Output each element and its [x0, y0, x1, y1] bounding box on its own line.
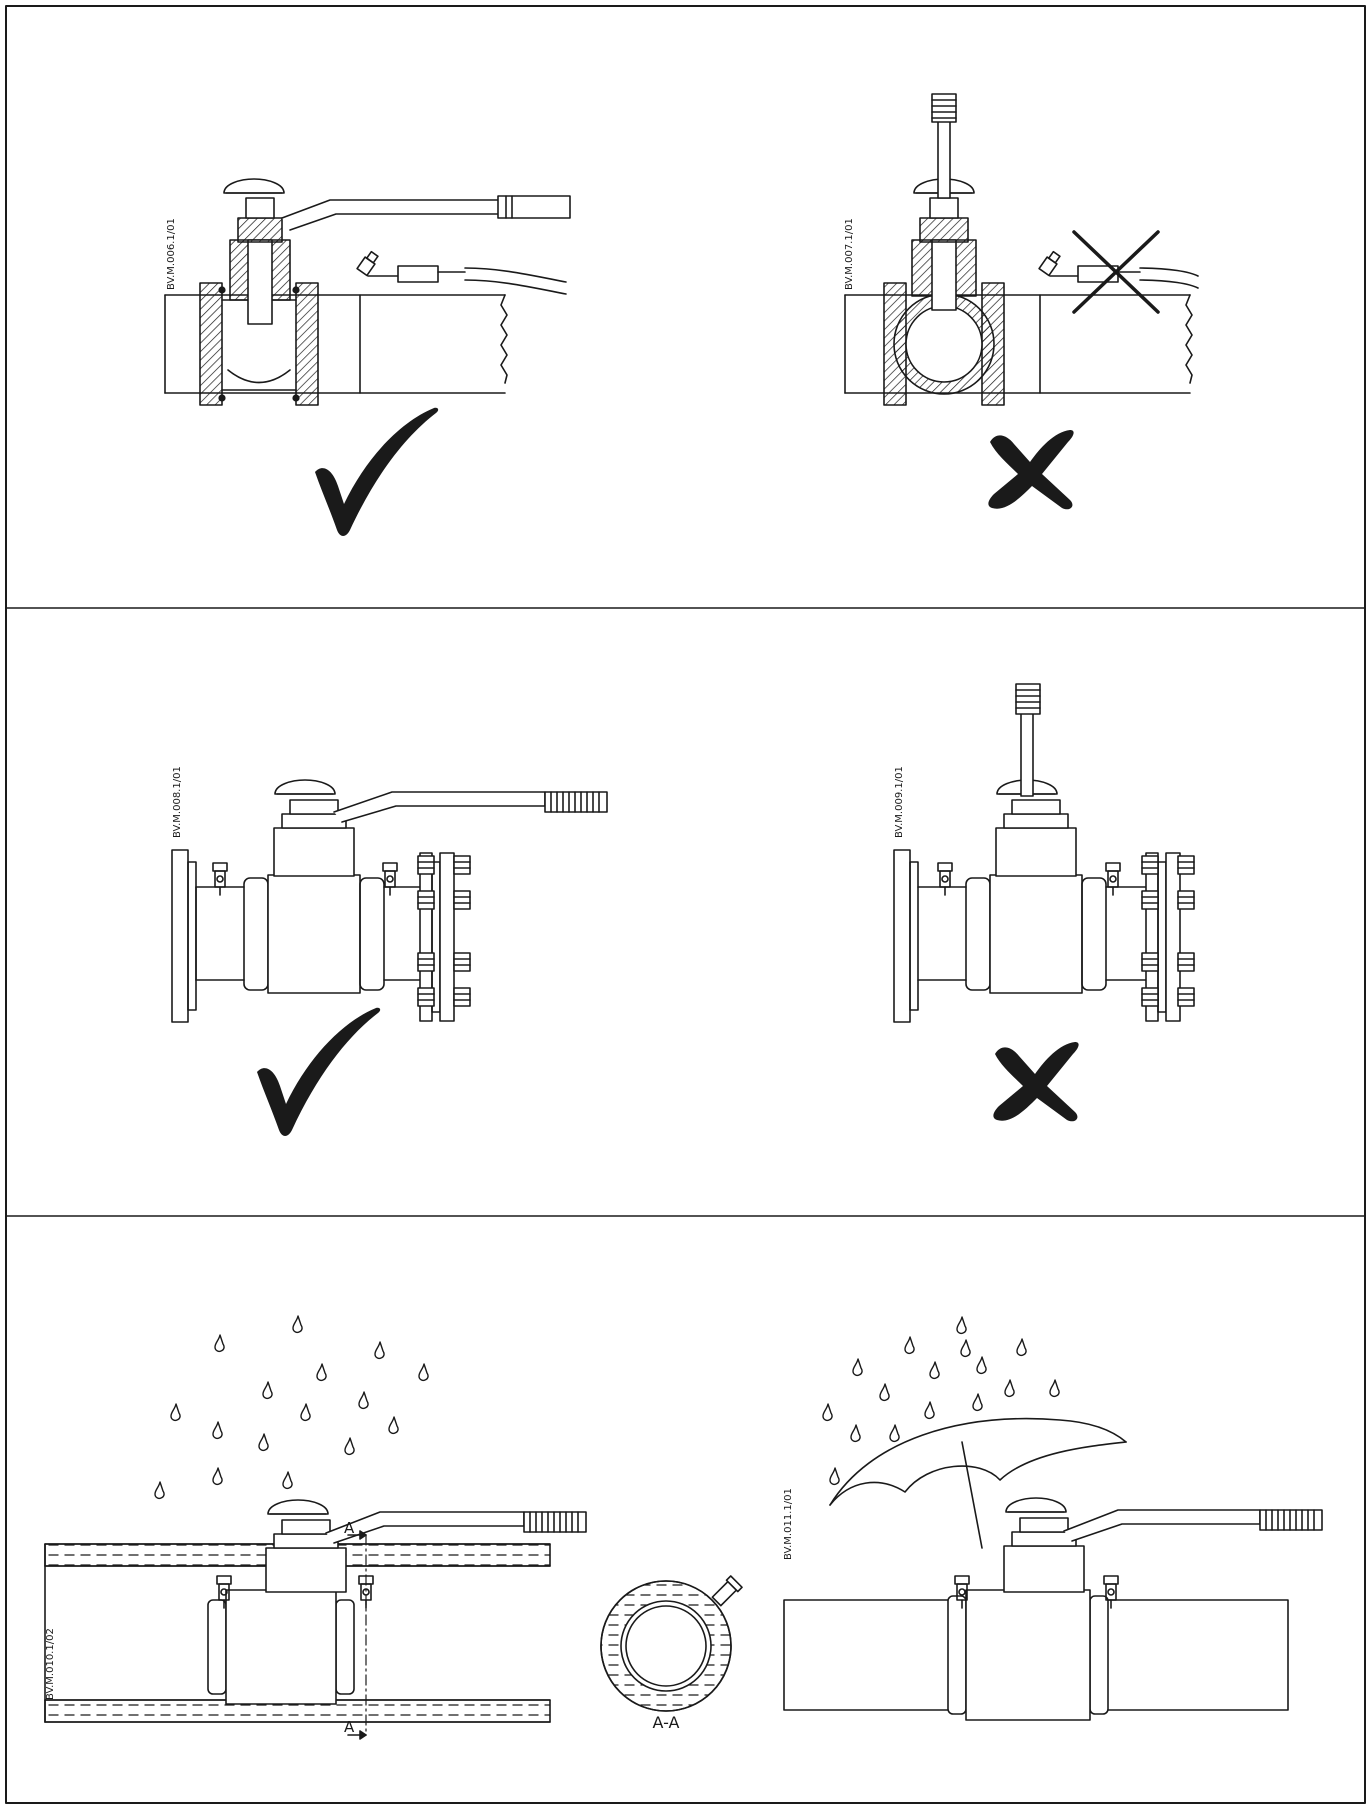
drawing-code: BV.M.007.1/01: [844, 218, 855, 290]
rain-drops: [154, 1315, 429, 1500]
check-mark-icon: [256, 1007, 381, 1137]
drawing-code: BV.M.011.1/01: [783, 1488, 794, 1560]
panel-1-left-welded-valve-horizontal-handle: [164, 178, 571, 406]
drawing-code: BV.M.010.1/02: [45, 1628, 56, 1700]
panel-1-right-welded-valve-vertical-handle: [844, 93, 1199, 406]
panel-2-right-flanged-valve-vertical-handle: [893, 683, 1195, 1023]
section-label: A-A: [653, 1713, 680, 1732]
panel-2-left-flanged-valve-horizontal-handle: [171, 779, 608, 1023]
section-mark-label: A: [344, 1519, 355, 1537]
drawing-code: BV.M.008.1/01: [172, 766, 183, 838]
panel-3-right-valve-protected: [783, 1497, 1323, 1721]
rain-drops: [822, 1316, 1060, 1486]
umbrella-icon: [829, 1417, 1127, 1549]
drawing-code: BV.M.009.1/01: [894, 766, 905, 838]
cross-mark-icon: [992, 1041, 1080, 1123]
section-mark-label: A: [344, 1718, 355, 1736]
panel-3-left-insulated-valve: [44, 1499, 587, 1740]
cross-mark-icon: [987, 429, 1075, 511]
sheet-frame: [5, 5, 1366, 1804]
section-a-a-view: [600, 1575, 743, 1712]
drawing-code: BV.M.006.1/01: [166, 218, 177, 290]
check-mark-icon: [314, 407, 439, 537]
